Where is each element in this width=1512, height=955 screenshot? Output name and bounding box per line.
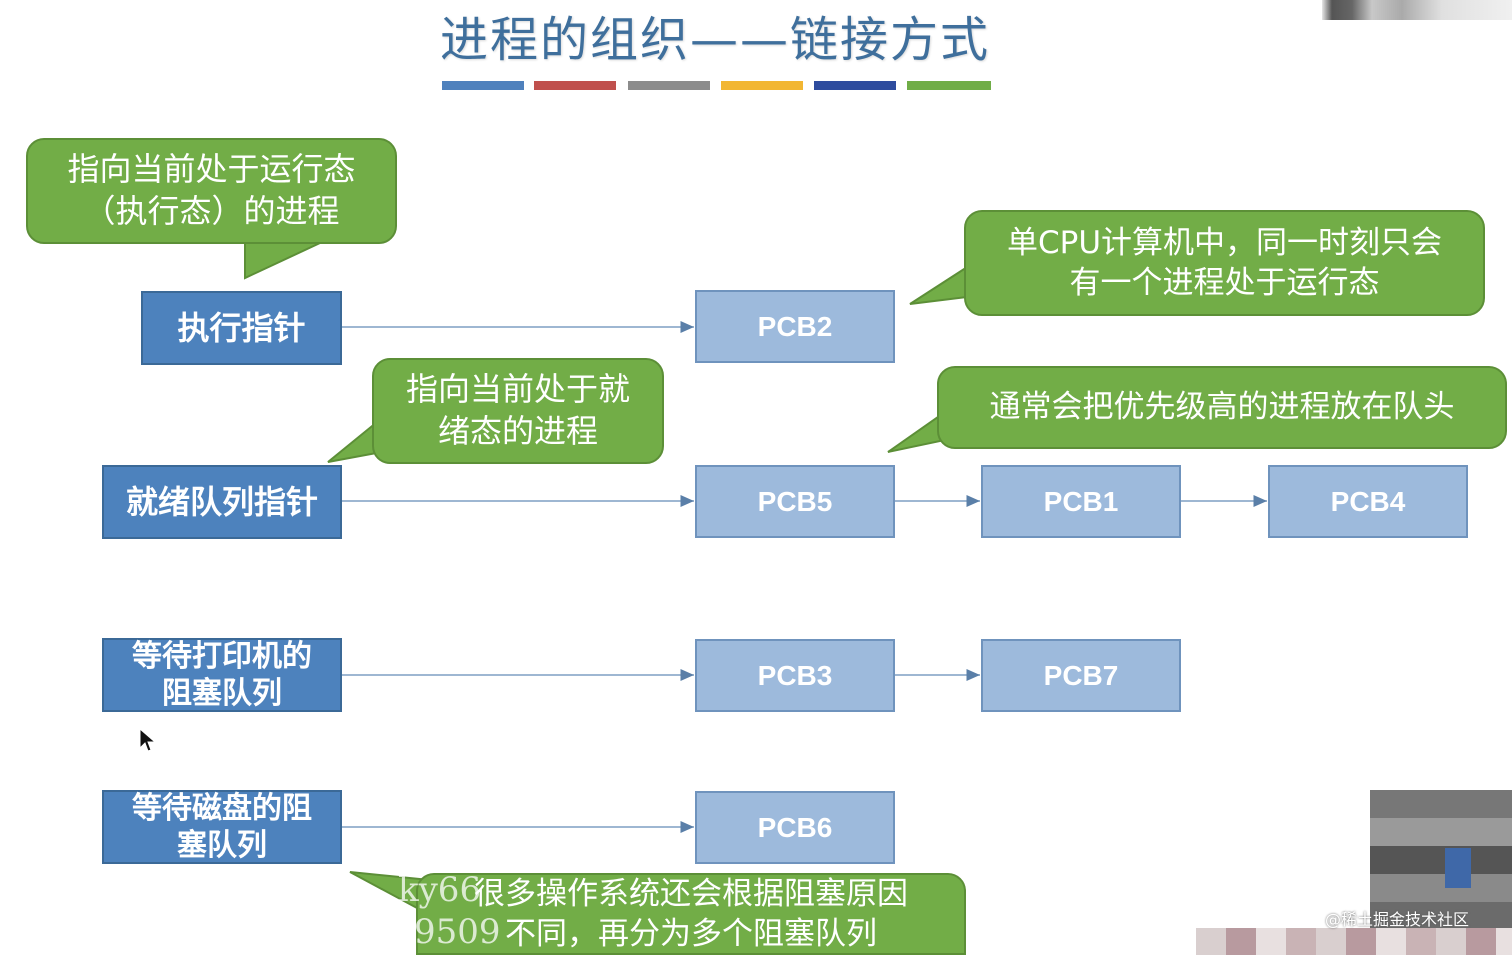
disk-block-queue-line: 塞队列	[177, 828, 267, 863]
pcb-label: PCB5	[757, 486, 833, 517]
pcb4-box: PCB4	[1268, 465, 1468, 538]
disk-block-queue-line: 等待磁盘的阻	[132, 790, 312, 826]
callout-priority-note: 通常会把优先级高的进程放在队头	[937, 366, 1507, 449]
callout-line: 绪态的进程	[437, 412, 598, 450]
pixelated-bottom-strip	[1196, 928, 1512, 955]
overlay-text: 9509	[414, 912, 501, 952]
mouse-cursor-icon	[139, 728, 157, 752]
color-bar	[442, 81, 524, 90]
printer-block-queue-box: 等待打印机的 阻塞队列	[102, 638, 342, 712]
pcb-label: PCB6	[757, 812, 833, 843]
callout-line: （执行态）的进程	[83, 192, 340, 230]
disk-block-queue-box: 等待磁盘的阻 塞队列	[102, 790, 342, 864]
callout-line: 不同，再分为多个阻塞队列	[505, 916, 877, 952]
pixelated-corner-top-right	[1322, 0, 1512, 20]
callout-line: 指向当前处于就	[405, 370, 630, 409]
ready-queue-pointer-label: 就绪队列指针	[125, 483, 318, 521]
pcb5-box: PCB5	[695, 465, 895, 538]
pcb1-box: PCB1	[981, 465, 1181, 538]
callout-block-note: 很多操作系统还会根据阻塞原因 不同，再分为多个阻塞队列	[416, 873, 966, 955]
color-bar	[628, 81, 710, 90]
color-bar	[534, 81, 616, 90]
printer-block-queue-line: 阻塞队列	[162, 676, 282, 711]
printer-block-queue-line: 等待打印机的	[132, 638, 312, 674]
pixelated-video-overlay	[1370, 790, 1512, 930]
callout-exec-note: 指向当前处于运行态 （执行态）的进程	[26, 138, 397, 244]
exec-pointer-box: 执行指针	[141, 291, 342, 365]
color-bar	[814, 81, 896, 90]
pcb-label: PCB7	[1043, 660, 1119, 691]
pcb7-box: PCB7	[981, 639, 1181, 712]
callout-line: 指向当前处于运行态	[67, 150, 356, 189]
pcb-label: PCB1	[1043, 486, 1119, 517]
color-bar	[721, 81, 803, 90]
callout-line: 单CPU计算机中，同一时刻只会	[1006, 224, 1443, 261]
callout-single-cpu-note: 单CPU计算机中，同一时刻只会 有一个进程处于运行态	[964, 210, 1485, 316]
pcb2-box: PCB2	[695, 290, 895, 363]
pcb-label: PCB2	[757, 311, 833, 342]
pixelated-blue-patch	[1445, 848, 1471, 888]
pcb3-box: PCB3	[695, 639, 895, 712]
watermark: @稀土掘金技术社区	[1325, 910, 1470, 929]
pcb6-box: PCB6	[695, 791, 895, 864]
callout-line: 通常会把优先级高的进程放在队头	[989, 389, 1455, 426]
ready-queue-pointer-box: 就绪队列指针	[102, 465, 342, 539]
callout-ready-note: 指向当前处于就 绪态的进程	[372, 358, 664, 464]
page-title: 进程的组织——链接方式	[439, 12, 990, 68]
callout-line: 很多操作系统还会根据阻塞原因	[474, 875, 908, 912]
overlay-text: ky66	[398, 870, 482, 910]
pcb-label: PCB3	[757, 660, 833, 691]
pcb-label: PCB4	[1330, 486, 1406, 517]
color-bar	[907, 81, 991, 90]
callout-line: 有一个进程处于运行态	[1069, 265, 1380, 301]
exec-pointer-label: 执行指针	[177, 309, 306, 347]
